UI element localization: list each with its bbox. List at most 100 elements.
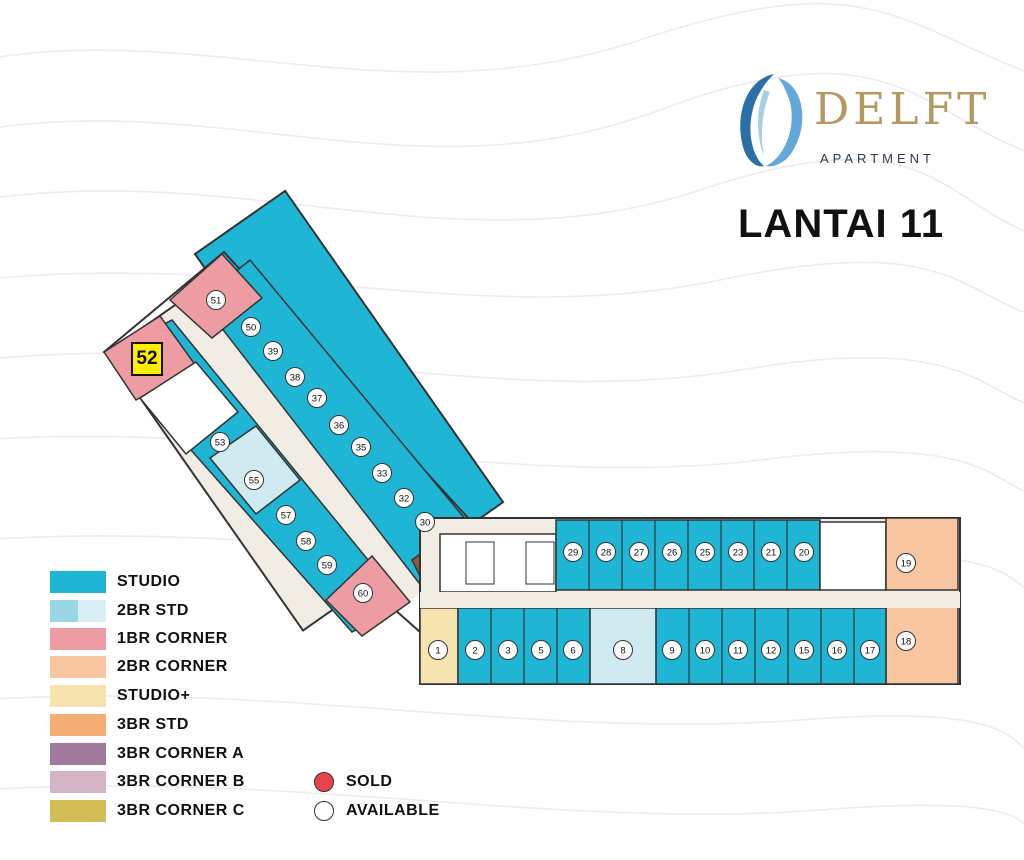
status-item-sold: SOLD — [314, 771, 464, 793]
unit-number: 59 — [322, 561, 333, 572]
unit-marker-6[interactable]: 6 — [563, 640, 583, 660]
unit-marker-25[interactable]: 25 — [695, 542, 715, 562]
legend-swatch — [50, 771, 106, 793]
available-status-icon — [329, 415, 349, 435]
legend-swatch — [50, 656, 106, 678]
available-status-icon — [794, 542, 814, 562]
available-status-icon — [263, 341, 283, 361]
unit-marker-18[interactable]: 18 — [896, 631, 916, 651]
available-status-icon — [210, 432, 230, 452]
unit-marker-30[interactable]: 30 — [415, 512, 435, 532]
available-status-icon — [244, 470, 264, 490]
unit-number: 12 — [766, 646, 777, 657]
unit-marker-11[interactable]: 11 — [728, 640, 748, 660]
unit-marker-26[interactable]: 26 — [662, 542, 682, 562]
unit-number: 10 — [700, 646, 711, 657]
unit-number: 2 — [472, 646, 477, 657]
unit-number: 18 — [901, 637, 912, 648]
unit-marker-59[interactable]: 59 — [317, 555, 337, 575]
available-status-icon — [728, 640, 748, 660]
legend-swatch — [50, 714, 106, 736]
unit-marker-20[interactable]: 20 — [794, 542, 814, 562]
unit-number: 9 — [669, 646, 674, 657]
unit-shape-19 — [885, 517, 959, 591]
unit-marker-33[interactable]: 33 — [372, 463, 392, 483]
delft-logo: DELFT APARTMENT — [734, 70, 987, 170]
available-status-icon — [695, 542, 715, 562]
legend-label: 3BR CORNER A — [117, 745, 245, 762]
highlight-unit-52[interactable]: 52 — [131, 342, 163, 376]
unit-marker-50[interactable]: 50 — [241, 317, 261, 337]
unit-marker-29[interactable]: 29 — [563, 542, 583, 562]
available-status-icon — [241, 317, 261, 337]
available-status-icon — [307, 388, 327, 408]
available-status-icon — [428, 640, 448, 660]
unit-marker-37[interactable]: 37 — [307, 388, 327, 408]
unit-number: 50 — [246, 323, 257, 334]
unit-marker-58[interactable]: 58 — [296, 531, 316, 551]
unit-marker-19[interactable]: 19 — [896, 553, 916, 573]
legend-label: 1BR CORNER — [117, 630, 228, 647]
unit-number: 32 — [399, 494, 410, 505]
unit-marker-35[interactable]: 35 — [351, 437, 371, 457]
available-status-icon — [372, 463, 392, 483]
unit-marker-36[interactable]: 36 — [329, 415, 349, 435]
legend-swatch — [50, 743, 106, 765]
diagonal-corridor — [178, 306, 426, 602]
unit-number: 11 — [733, 646, 743, 657]
unit-marker-12[interactable]: 12 — [761, 640, 781, 660]
unit-marker-55[interactable]: 55 — [244, 470, 264, 490]
legend-item-2br-corner: 2BR CORNER — [50, 656, 310, 678]
legend-item-3br-corner-b: 3BR CORNER B — [50, 771, 310, 793]
available-status-icon — [761, 640, 781, 660]
unit-marker-10[interactable]: 10 — [695, 640, 715, 660]
unit-marker-8[interactable]: 8 — [613, 640, 633, 660]
legend-swatch — [50, 600, 106, 622]
unit-marker-53[interactable]: 53 — [210, 432, 230, 452]
unit-marker-21[interactable]: 21 — [761, 542, 781, 562]
unit-marker-32[interactable]: 32 — [394, 488, 414, 508]
unit-number: 60 — [358, 589, 369, 600]
brand-name: DELFT — [814, 84, 991, 135]
highlight-unit-label: 52 — [136, 348, 158, 369]
legend-item-3br-corner-a: 3BR CORNER A — [50, 743, 310, 765]
unit-marker-51[interactable]: 51 — [206, 290, 226, 310]
unit-number: 25 — [700, 548, 711, 559]
unit-number: 57 — [281, 511, 292, 522]
available-status-icon — [296, 531, 316, 551]
unit-number: 39 — [268, 347, 279, 358]
unit-marker-2[interactable]: 2 — [465, 640, 485, 660]
unit-shape-55 — [208, 424, 302, 516]
unit-number: 38 — [290, 373, 301, 384]
unit-number: 5 — [538, 646, 543, 657]
unit-number: 35 — [356, 443, 367, 454]
unit-marker-39[interactable]: 39 — [263, 341, 283, 361]
unit-marker-3[interactable]: 3 — [498, 640, 518, 660]
unit-marker-23[interactable]: 23 — [728, 542, 748, 562]
diagonal-core — [138, 361, 240, 456]
available-dot-icon — [314, 801, 334, 821]
available-status-icon — [629, 542, 649, 562]
unit-marker-9[interactable]: 9 — [662, 640, 682, 660]
sold-dot-icon — [314, 772, 334, 792]
available-status-icon — [206, 290, 226, 310]
unit-number: 23 — [733, 548, 744, 559]
unit-marker-57[interactable]: 57 — [276, 505, 296, 525]
unit-marker-17[interactable]: 17 — [860, 640, 880, 660]
unit-marker-5[interactable]: 5 — [531, 640, 551, 660]
unit-number: 16 — [832, 646, 843, 657]
unit-marker-1[interactable]: 1 — [428, 640, 448, 660]
legend-label: 3BR CORNER B — [117, 773, 245, 790]
unit-number: 27 — [634, 548, 645, 559]
unit-marker-27[interactable]: 27 — [629, 542, 649, 562]
unit-marker-15[interactable]: 15 — [794, 640, 814, 660]
legend-item-2br-std: 2BR STD — [50, 600, 310, 622]
unit-marker-28[interactable]: 28 — [596, 542, 616, 562]
available-status-icon — [498, 640, 518, 660]
legend-label: STUDIO+ — [117, 687, 191, 704]
unit-number: 33 — [377, 469, 388, 480]
unit-marker-16[interactable]: 16 — [827, 640, 847, 660]
unit-marker-38[interactable]: 38 — [285, 367, 305, 387]
unit-marker-60[interactable]: 60 — [353, 583, 373, 603]
